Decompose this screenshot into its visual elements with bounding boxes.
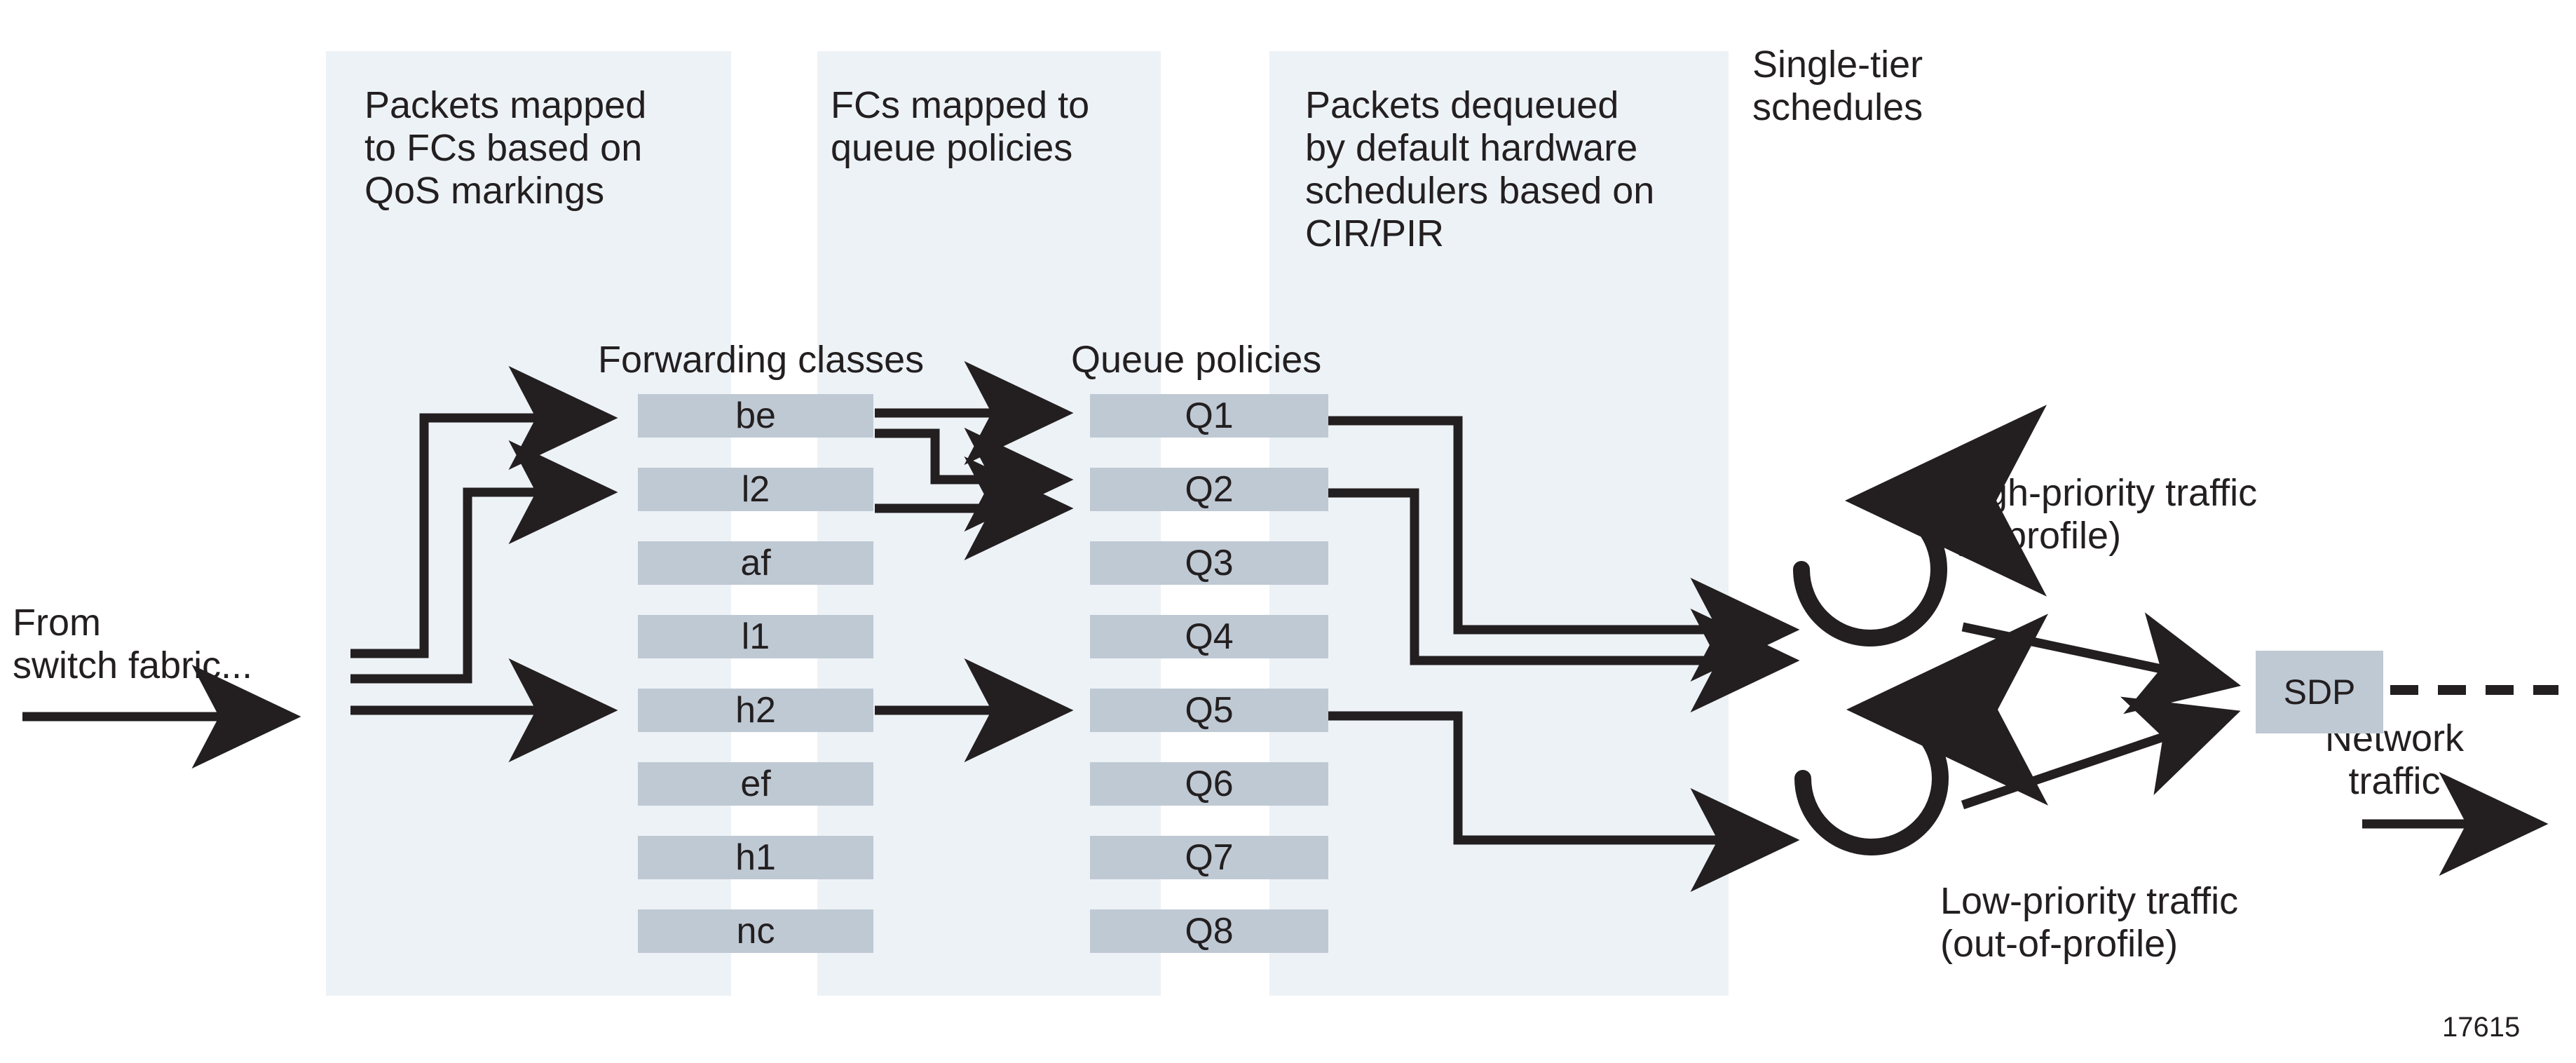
queue-label-q5: Q5	[1185, 690, 1234, 731]
queue-label-q4: Q4	[1185, 616, 1234, 657]
queue-box-q1[interactable]	[1090, 394, 1328, 438]
flow-fabric-to-l2	[350, 440, 618, 684]
forwarding-classes-header: Forwarding classes	[598, 339, 925, 381]
queue-label-q7: Q7	[1185, 837, 1234, 878]
queue-box-q5[interactable]	[1090, 689, 1328, 732]
fc-label-l2: l2	[741, 469, 770, 510]
flow-fabric-to-be	[350, 365, 618, 658]
fc-box-h1[interactable]	[638, 836, 873, 879]
fc-box-af[interactable]	[638, 541, 873, 585]
flow-high-scheduler-to-sdp	[1961, 612, 2242, 715]
queue-box-q8[interactable]	[1090, 909, 1328, 953]
queue-label-q8: Q8	[1185, 911, 1234, 952]
single-tier-schedules-label: Single-tier schedules	[1752, 43, 1923, 129]
fc-box-ef[interactable]	[638, 762, 873, 806]
fc-label-h1: h1	[735, 837, 776, 878]
fc-label-be: be	[735, 395, 776, 436]
fc-box-h2[interactable]	[638, 689, 873, 732]
high-priority-scheduler-icon	[1793, 405, 2047, 646]
fc-box-l1[interactable]	[638, 615, 873, 658]
fc-box-l2[interactable]	[638, 468, 873, 511]
fc-label-l1: l1	[741, 616, 770, 657]
low-priority-scheduler-icon	[1794, 614, 2049, 855]
queue-box-q3[interactable]	[1090, 541, 1328, 585]
flow-be-to-q2	[875, 427, 1074, 532]
queue-box-q4[interactable]	[1090, 615, 1328, 658]
sdp-box[interactable]	[2256, 651, 2383, 733]
from-switch-fabric-label: From switch fabric...	[13, 602, 253, 687]
queue-box-q7[interactable]	[1090, 836, 1328, 879]
flow-low-scheduler-to-sdp	[1961, 696, 2241, 810]
figure-number: 17615	[2442, 1012, 2521, 1043]
fc-box-nc[interactable]	[638, 909, 873, 953]
queue-box-q6[interactable]	[1090, 762, 1328, 806]
fc-label-nc: nc	[736, 911, 775, 952]
band-caption-queue: FCs mapped to queue policies	[831, 84, 1090, 170]
flow-q1-to-high-scheduler	[1328, 416, 1800, 682]
queue-label-q2: Q2	[1185, 469, 1234, 510]
queue-policies-header: Queue policies	[1071, 339, 1322, 381]
queue-box-q2[interactable]	[1090, 468, 1328, 511]
low-priority-traffic-label: Low-priority traffic (out-of-profile)	[1940, 880, 2239, 966]
flow-q5-to-low-scheduler	[1328, 711, 1800, 893]
flow-q2-to-high-scheduler	[1328, 488, 1800, 713]
fc-label-ef: ef	[740, 764, 771, 804]
queue-label-q1: Q1	[1185, 395, 1234, 436]
band-caption-sched: Packets dequeued by default hardware sch…	[1305, 84, 1655, 255]
fc-box-be[interactable]	[638, 394, 873, 438]
queue-label-q3: Q3	[1185, 543, 1234, 583]
fc-label-af: af	[740, 543, 771, 583]
fc-label-h2: h2	[735, 690, 776, 731]
queue-label-q6: Q6	[1185, 764, 1234, 804]
band-caption-fc: Packets mapped to FCs based on QoS marki…	[364, 84, 647, 212]
sdp-label: SDP	[2283, 672, 2356, 712]
